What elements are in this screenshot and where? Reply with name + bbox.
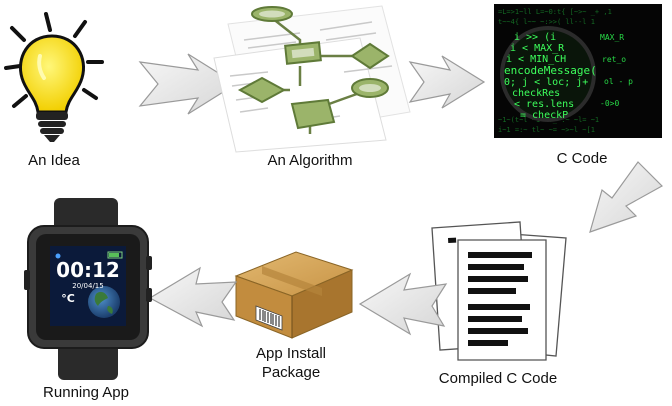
code-line: checkRes <box>512 88 560 99</box>
flow-arrow-4 <box>358 272 448 336</box>
smartwatch-icon <box>24 198 152 380</box>
watch-temperature: °C <box>61 292 75 305</box>
step-label-running: Running App <box>43 384 129 401</box>
documents-icon <box>431 221 567 361</box>
flowchart-icon <box>213 5 411 153</box>
svg-text:t~~4{ l~~ ~:>>( ll--l 1: t~~4{ l~~ ~:>>( ll--l 1 <box>498 18 595 26</box>
svg-text:ol - p: ol - p <box>604 77 633 86</box>
flow-arrow-2 <box>408 55 486 109</box>
code-line: 0; j < loc; j+ <box>504 77 588 88</box>
watch-date: 20/04/15 <box>72 282 103 290</box>
code-line: < res.lens <box>514 99 574 110</box>
box-icon <box>234 251 354 339</box>
code-screen-icon: =L=>1~ll L=~0:t{ [~>~ _+ ,1 t~~4{ l~~ ~:… <box>494 4 662 138</box>
code-line: i < MIN_CH <box>506 54 566 65</box>
step-label-package-line2: Package <box>261 364 321 381</box>
svg-text:ret_o: ret_o <box>602 55 626 64</box>
svg-text:MAX_R: MAX_R <box>600 33 624 42</box>
watch-time: 00:12 <box>56 258 120 282</box>
step-label-package-line1: App Install <box>255 345 327 362</box>
lightbulb-icon <box>4 12 104 142</box>
flow-arrow-5 <box>148 266 238 328</box>
code-line: encodeMessage( <box>504 64 597 77</box>
code-line: = checkP <box>520 110 568 121</box>
step-label-c-code: C Code <box>556 150 608 167</box>
code-line: i < MAX_R <box>510 43 565 54</box>
flow-arrow-1 <box>138 53 238 115</box>
flow-arrow-3 <box>589 161 663 233</box>
svg-text:-0>0: -0>0 <box>600 99 619 108</box>
step-label-algorithm: An Algorithm <box>267 152 353 169</box>
svg-text:i~1 =:~ tl~ ~= ~>~l ~[1: i~1 =:~ tl~ ~= ~>~l ~[1 <box>498 126 595 134</box>
svg-text:=L=>1~ll L=~0:t{ [~>~ _+ ,1: =L=>1~ll L=~0:t{ [~>~ _+ ,1 <box>498 8 612 16</box>
step-label-compiled: Compiled C Code <box>438 370 558 387</box>
code-line: i >> (i <box>514 32 556 43</box>
step-label-idea: An Idea <box>28 152 80 169</box>
